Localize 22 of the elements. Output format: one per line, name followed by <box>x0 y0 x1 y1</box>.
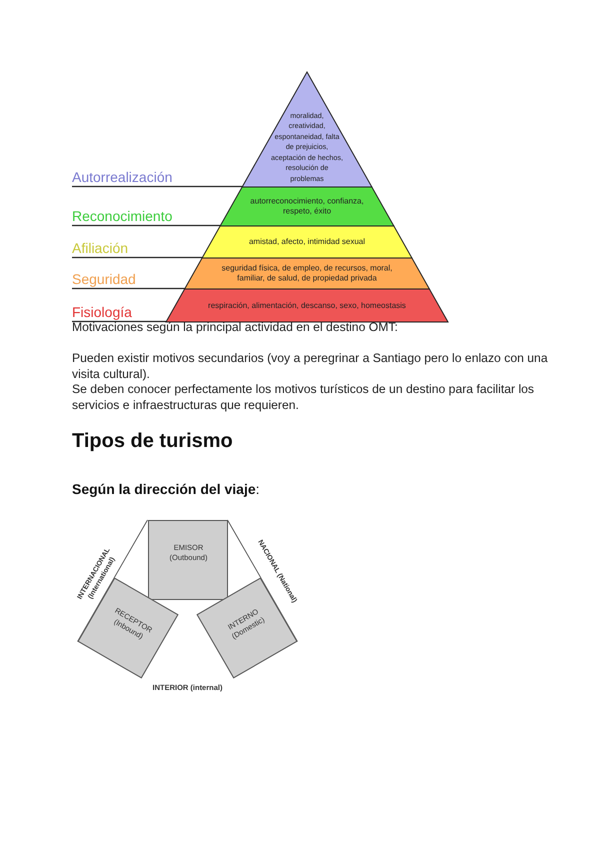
section-heading: Tipos de turismo <box>72 430 233 453</box>
level-name: Reconocimiento <box>72 208 172 224</box>
pyramid-level <box>72 187 394 226</box>
pyramid-level <box>72 226 412 258</box>
pyramid-level <box>72 72 372 187</box>
pyramid-level <box>72 258 430 289</box>
level-text: amistad, afecto, intimidad sexual <box>248 236 366 248</box>
paragraph: Motivaciones según la principal actividad en el destino OMT: <box>72 320 399 334</box>
paragraph: Se deben conocer perfectamente los motivos turísticos de un destino para facilitar los servicios e infraestructuras que requieren. <box>72 382 536 413</box>
level-name: Afiliación <box>72 240 128 256</box>
direction-square <box>148 520 228 600</box>
pyramid-level <box>72 289 448 322</box>
connector-line <box>77 520 148 642</box>
level-text: autorreconocimiento, confianza, respeto, éxito <box>249 196 365 217</box>
level-text: seguridad física, de empleo, de recursos, moral, familiar, de salud, de propiedad privada <box>220 263 394 284</box>
level-text: respiración, alimentación, descanso, sexo, homeostasis <box>207 300 407 311</box>
paragraph: Pueden existir motivos secundarios (voy a peregrinar a Santiago pero lo enlazo con una visita cultural). <box>72 351 549 382</box>
level-name: Fisiología <box>72 304 132 320</box>
connector-line <box>227 520 298 642</box>
subheading: Según la dirección del viaje: <box>72 481 260 497</box>
level-name: Seguridad <box>72 271 136 287</box>
level-name: Autorrealización <box>72 169 172 185</box>
